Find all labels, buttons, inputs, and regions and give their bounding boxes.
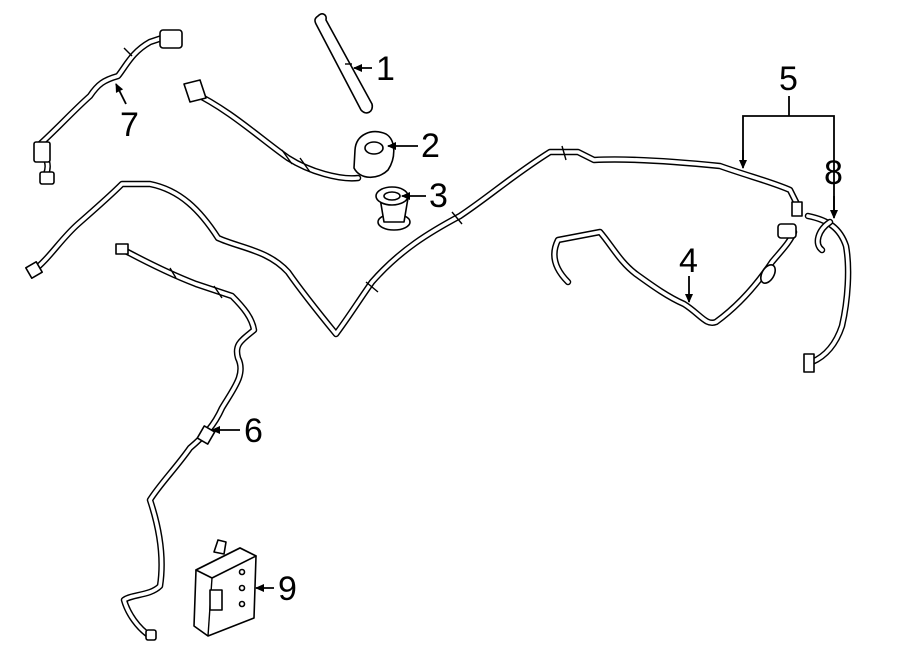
callout-4: 4 xyxy=(679,242,698,280)
callout-9: 9 xyxy=(278,570,297,608)
part-4-cable xyxy=(551,223,798,326)
callout-3: 3 xyxy=(429,177,448,215)
callout-8: 8 xyxy=(824,154,843,192)
part-3-grommet xyxy=(375,186,411,231)
leader-lines xyxy=(115,64,838,592)
callout-2: 2 xyxy=(421,127,440,165)
part-1-antenna-mast xyxy=(314,13,374,114)
callout-7: 7 xyxy=(120,106,139,144)
callout-5: 5 xyxy=(779,60,798,98)
callout-6: 6 xyxy=(244,412,263,450)
part-9-module xyxy=(193,539,257,637)
part-2-antenna-cable-base xyxy=(183,79,395,182)
part-5-antenna-cable xyxy=(25,145,803,338)
part-8-cable xyxy=(803,212,852,373)
part-7-cable xyxy=(33,29,183,185)
part-6-cable xyxy=(115,243,258,641)
callout-1: 1 xyxy=(376,50,395,88)
leader-5-bracket xyxy=(742,115,835,214)
leader-7 xyxy=(115,83,127,105)
